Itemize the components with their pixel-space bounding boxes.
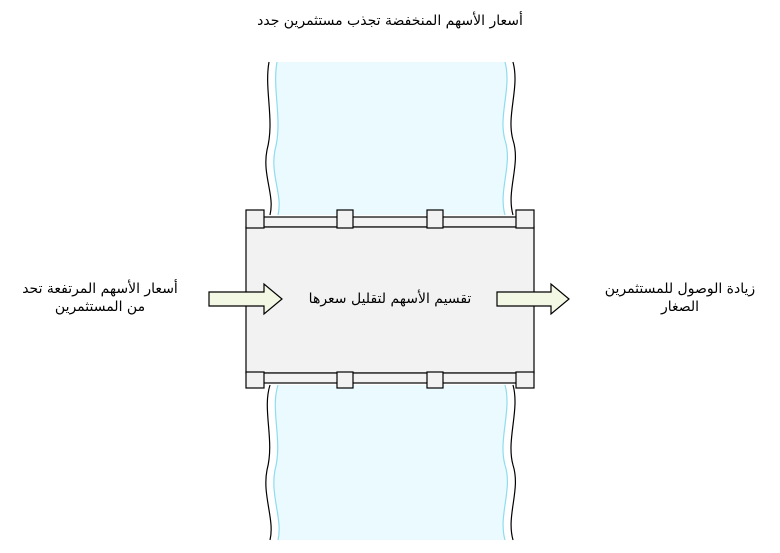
upper-stream-left-inner [273,61,280,216]
upper-stream-fill [273,62,508,215]
right-label-line-2: الصغار [660,299,700,315]
lower-stream-fill [273,385,508,540]
top-post-4 [515,209,535,229]
lower-stream [265,384,516,541]
right-label: زيادة الوصول للمستثمرين الصغار [580,280,780,316]
lower-stream-left-edge [265,384,272,541]
bottom-post-3 [426,371,444,389]
lower-stream-right-inner [502,384,508,541]
upper-stream-left-edge [265,61,272,216]
left-label-line-1: أسعار الأسهم المرتفعة تحد [22,281,178,297]
bottom-beam [254,372,526,384]
right-label-line-1: زيادة الوصول للمستثمرين [604,281,756,297]
upper-stream [265,61,516,216]
bottom-post-2 [336,371,354,389]
top-post-1 [245,209,265,229]
bottom-post-1 [245,371,265,389]
upper-stream-right-edge [510,61,516,216]
bridge-box [245,209,535,389]
right-arrow [496,282,570,316]
left-label: أسعار الأسهم المرتفعة تحد من المستثمرين [0,280,200,316]
top-beam [254,216,526,228]
bottom-post-4 [515,371,535,389]
lower-stream-left-inner [273,384,280,541]
left-label-line-2: من المستثمرين [54,299,146,315]
lower-stream-right-edge [510,384,516,541]
upper-stream-right-inner [502,61,508,216]
top-label: أسعار الأسهم المنخفضة تجذب مستثمرين جدد [257,13,523,29]
top-post-3 [426,209,444,229]
center-label: تقسيم الأسهم لتقليل سعرها [308,291,472,307]
top-post-2 [336,209,354,229]
left-arrow [208,282,283,316]
main-box [245,226,535,374]
